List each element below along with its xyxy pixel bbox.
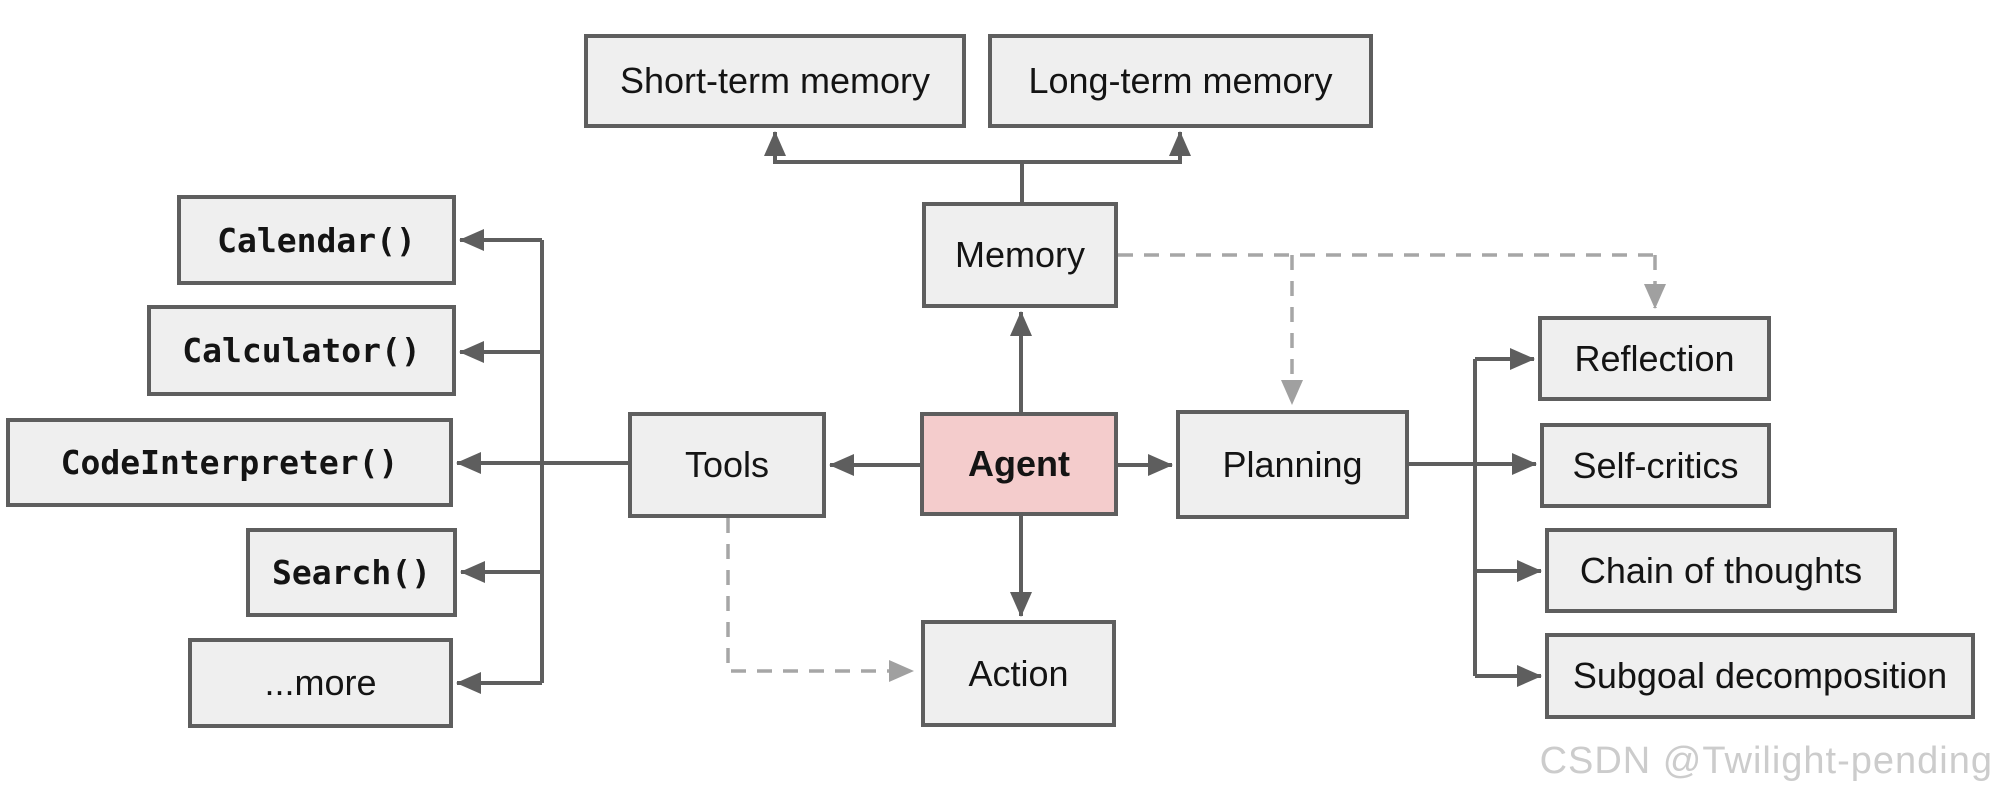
node-agent: Agent: [920, 412, 1118, 516]
node-short-term-memory: Short-term memory: [584, 34, 966, 128]
node-subgoal-decomposition: Subgoal decomposition: [1545, 633, 1975, 719]
node-calendar: Calendar(): [177, 195, 456, 285]
node-search: Search(): [246, 528, 457, 617]
node-memory: Memory: [922, 202, 1118, 308]
csdn-watermark: CSDN @Twilight-pending: [1539, 740, 1993, 782]
node-self-critics: Self-critics: [1540, 423, 1771, 508]
dashed-arrow-tools-to-action: [726, 518, 914, 682]
node-chain-of-thoughts: Chain of thoughts: [1545, 528, 1897, 613]
node-long-term-memory: Long-term memory: [988, 34, 1373, 128]
node-more: ...more: [188, 638, 453, 728]
node-planning: Planning: [1176, 410, 1409, 519]
node-action: Action: [921, 620, 1116, 727]
node-codeinterpreter: CodeInterpreter(): [6, 418, 453, 507]
node-tools: Tools: [628, 412, 826, 518]
node-calculator: Calculator(): [147, 305, 456, 396]
node-reflection: Reflection: [1538, 316, 1771, 401]
